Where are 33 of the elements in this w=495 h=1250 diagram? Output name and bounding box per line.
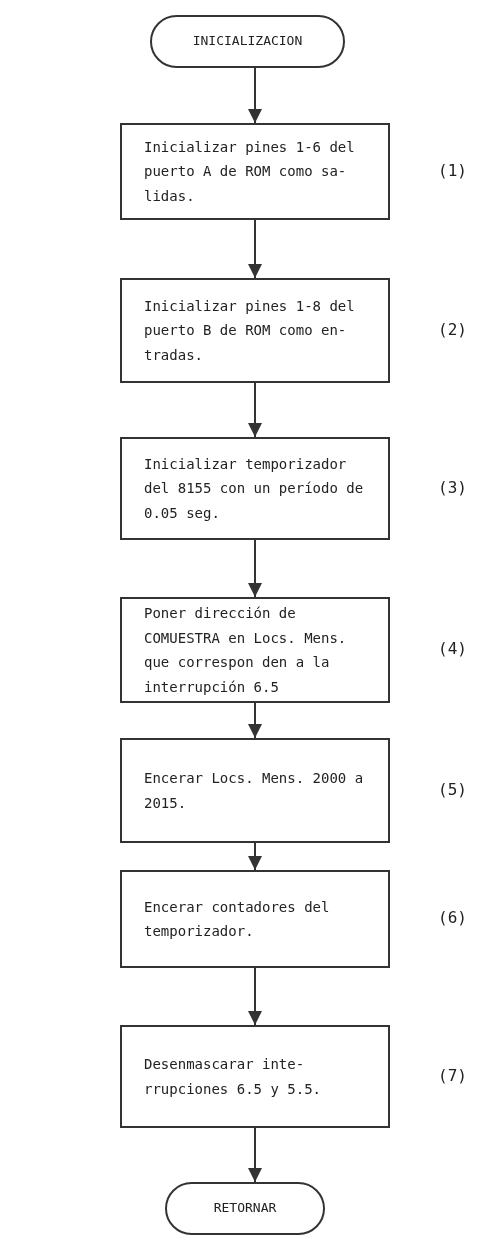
node-text: Poner dirección de COMUESTRA en Locs. Mens. que correspon den a la interrupción 6.5 [144,604,348,697]
node-text: Inicializar pines 1-8 del puerto B de ROM como en- tradas. [144,296,356,365]
arrow [248,67,262,124]
process-box [120,437,390,540]
process-box [120,278,390,383]
terminal-shape [165,1182,325,1235]
step-number: (5) [438,779,468,799]
process-box [120,123,390,220]
process-box [120,597,390,703]
arrow [248,539,262,598]
process-box [120,1025,390,1128]
step-number: (6) [438,908,468,927]
step-number: (1) [438,160,468,180]
arrow [248,219,262,279]
step-number: (2) [438,319,468,339]
arrow [248,1127,262,1183]
arrow [248,967,262,1026]
node-text: RETORNAR [213,1199,277,1218]
step-number: (3) [438,477,468,497]
step-number: (4) [438,639,468,658]
node-text: Desenmascarar inte- rrupciones 6.5 y 5.5. [144,1055,322,1099]
arrow [248,702,262,739]
node-text: Encerar Locs. Mens. 2000 a 2015. [144,769,365,813]
node-text: Inicializar pines 1-6 del puerto A de ROM como sa- lidas. [144,137,356,206]
step-number: (7) [438,1065,468,1085]
arrow [248,382,262,438]
process-box [120,870,390,968]
node-text: Encerar contadores del temporizador. [144,897,331,941]
node-text: Inicializar temporizador del 8155 con un período de 0.05 seg. [144,454,365,523]
process-box [120,738,390,843]
arrow [248,842,262,871]
node-text: INICIALIZACION [192,32,303,51]
terminal-shape [150,15,345,68]
